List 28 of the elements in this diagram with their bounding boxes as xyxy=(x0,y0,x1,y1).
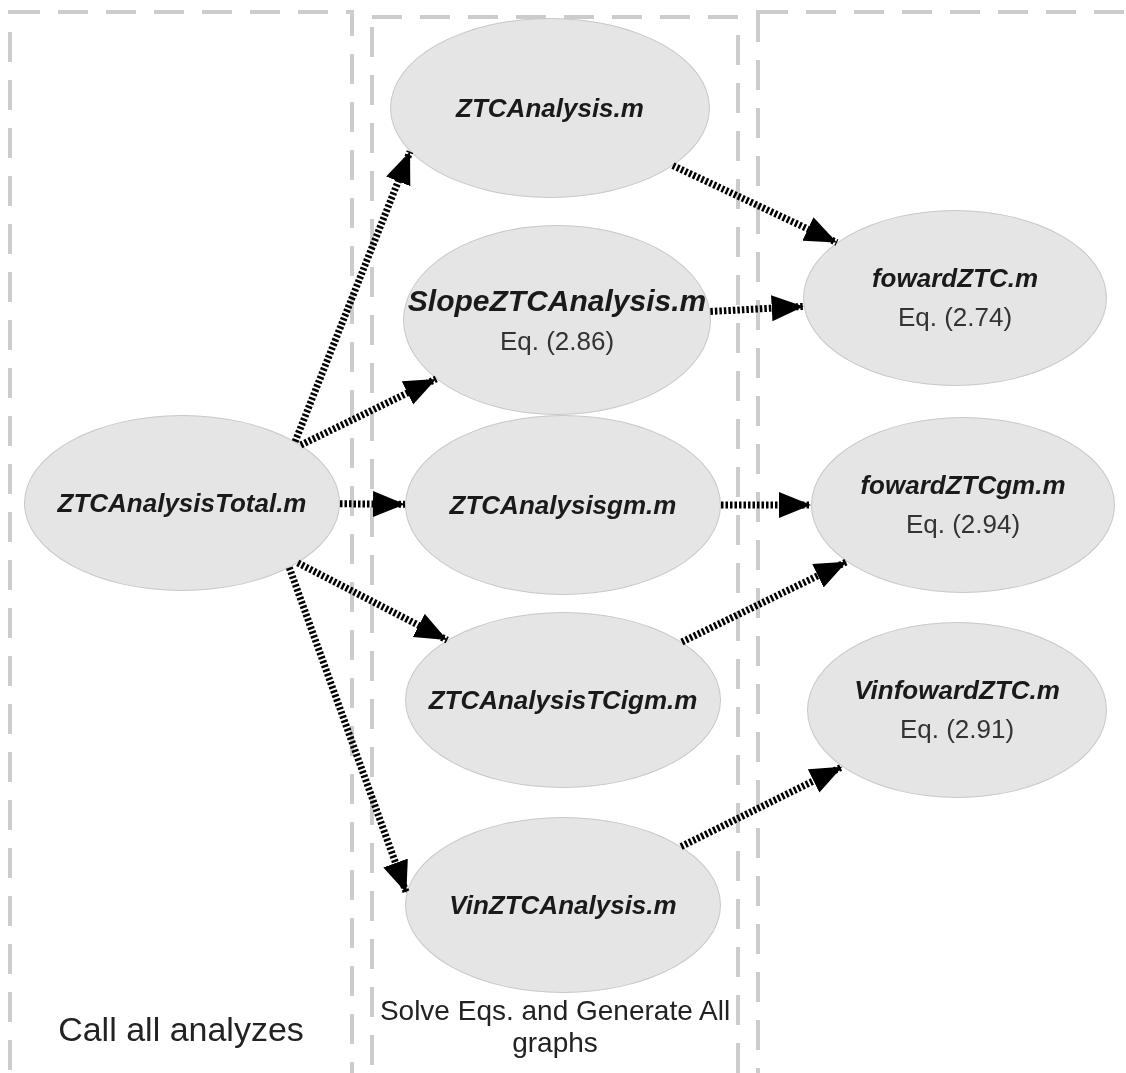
arrow xyxy=(680,558,849,646)
file-name: ZTCAnalysisTotal.m xyxy=(57,487,307,519)
file-name: ZTCAnalysisTCigm.m xyxy=(428,684,698,716)
panel-label: Solve Eqs. and Generate All graphs xyxy=(378,995,732,1059)
group-panel xyxy=(758,12,1126,1073)
arrow xyxy=(299,375,438,449)
arrow xyxy=(710,295,804,322)
equation-reference: Eq. (2.94) xyxy=(905,509,1021,540)
file-name: VinZTCAnalysis.m xyxy=(449,889,677,921)
group-panel xyxy=(10,12,352,1073)
arrow xyxy=(291,150,414,443)
equation-reference: Eq. (2.74) xyxy=(897,302,1013,333)
group-panel xyxy=(372,17,738,1073)
file-name: fowardZTCgm.m xyxy=(860,470,1066,501)
arrow xyxy=(679,763,844,850)
arrow xyxy=(286,566,410,895)
file-name: fowardZTC.m xyxy=(871,263,1039,294)
panel-label: Call all analyzes xyxy=(57,1010,305,1049)
arrow xyxy=(296,559,449,644)
arrow xyxy=(721,492,811,518)
equation-reference: Eq. (2.86) xyxy=(499,325,615,357)
file-name: ZTCAnalysisgm.m xyxy=(449,489,677,521)
file-name: ZTCAnalysis.m xyxy=(456,92,644,124)
file-name: SlopeZTCAnalysis.m xyxy=(407,283,707,318)
arrow xyxy=(671,162,839,246)
equation-reference: Eq. (2.91) xyxy=(899,714,1015,745)
arrow xyxy=(339,491,406,517)
file-name: VinfowardZTC.m xyxy=(854,675,1060,706)
